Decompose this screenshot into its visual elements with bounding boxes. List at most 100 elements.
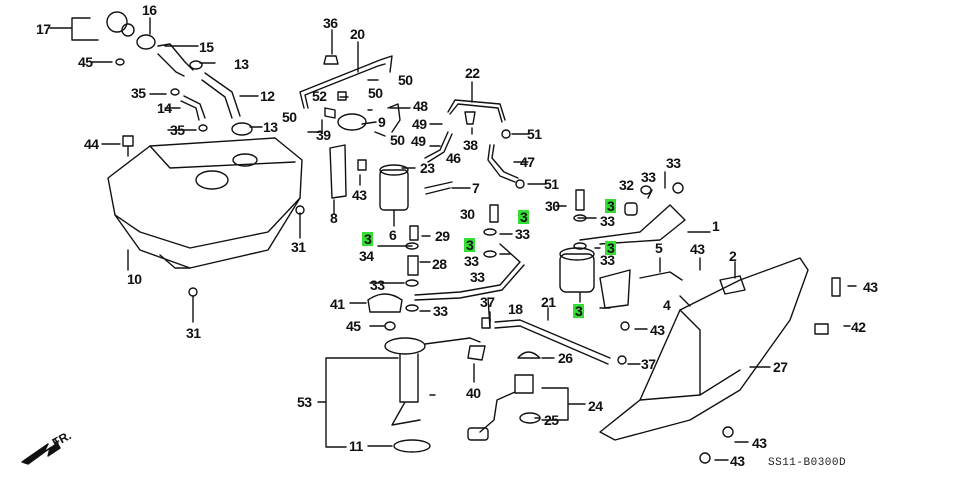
callout-49[interactable]: 49 xyxy=(411,133,426,149)
callout-51[interactable]: 51 xyxy=(544,176,559,192)
callout-37[interactable]: 37 xyxy=(641,356,656,372)
callout-28[interactable]: 28 xyxy=(432,256,447,272)
callout-52[interactable]: 52 xyxy=(312,88,327,104)
callout-13[interactable]: 13 xyxy=(263,119,278,135)
fuel-pipe-1 xyxy=(579,204,686,245)
callout-25[interactable]: 25 xyxy=(544,412,559,428)
callout-43[interactable]: 43 xyxy=(863,279,878,295)
callout-50[interactable]: 50 xyxy=(398,72,413,88)
bolt-44 xyxy=(122,135,134,157)
callout-43[interactable]: 43 xyxy=(650,322,665,338)
bolt-42 xyxy=(814,323,829,335)
callout-3-highlighted[interactable]: 3 xyxy=(573,303,585,319)
filler-hose xyxy=(201,72,241,119)
callout-43[interactable]: 43 xyxy=(752,435,767,451)
callout-33[interactable]: 33 xyxy=(666,155,681,171)
callout-39[interactable]: 39 xyxy=(316,127,331,143)
callout-7[interactable]: 7 xyxy=(472,180,480,196)
callout-2[interactable]: 2 xyxy=(729,248,737,264)
bolt-30a xyxy=(575,189,585,211)
callout-33[interactable]: 33 xyxy=(515,226,530,242)
callout-33[interactable]: 33 xyxy=(600,252,615,268)
callout-33[interactable]: 33 xyxy=(370,277,385,293)
fuel-filter xyxy=(559,247,595,293)
callout-47[interactable]: 47 xyxy=(520,154,535,170)
callout-43[interactable]: 43 xyxy=(730,453,745,469)
callout-11[interactable]: 11 xyxy=(349,438,363,454)
callout-8[interactable]: 8 xyxy=(330,210,338,226)
callout-43[interactable]: 43 xyxy=(690,241,705,257)
callout-50[interactable]: 50 xyxy=(368,85,383,101)
callout-9[interactable]: 9 xyxy=(378,114,386,130)
callout-14[interactable]: 14 xyxy=(157,100,172,116)
callout-3-highlighted[interactable]: 3 xyxy=(362,231,374,247)
callout-21[interactable]: 21 xyxy=(541,294,556,310)
callout-33[interactable]: 33 xyxy=(470,269,485,285)
cover-41 xyxy=(367,293,403,313)
hose-clamp-13 xyxy=(231,122,253,136)
callout-41[interactable]: 41 xyxy=(330,296,345,312)
callout-17[interactable]: 17 xyxy=(36,21,51,37)
callout-45[interactable]: 45 xyxy=(78,54,93,70)
clamp-5 xyxy=(639,271,683,281)
bolt-43c xyxy=(831,277,841,297)
callout-50[interactable]: 50 xyxy=(390,132,405,148)
callout-51[interactable]: 51 xyxy=(527,126,542,142)
callout-32[interactable]: 32 xyxy=(619,177,634,193)
callout-40[interactable]: 40 xyxy=(466,385,481,401)
callout-45[interactable]: 45 xyxy=(346,318,361,334)
callout-49[interactable]: 49 xyxy=(412,116,427,132)
callout-36[interactable]: 36 xyxy=(323,15,338,31)
callout-43[interactable]: 43 xyxy=(352,187,367,203)
fuel-pump-assembly xyxy=(384,337,481,426)
callout-4[interactable]: 4 xyxy=(663,297,671,313)
callout-35[interactable]: 35 xyxy=(170,122,185,138)
callout-27[interactable]: 27 xyxy=(773,359,788,375)
callout-10[interactable]: 10 xyxy=(127,271,142,287)
callout-31[interactable]: 31 xyxy=(186,325,201,341)
connector-40 xyxy=(467,345,486,361)
callout-20[interactable]: 20 xyxy=(350,26,365,42)
callout-29[interactable]: 29 xyxy=(435,228,450,244)
bracket-8 xyxy=(329,144,347,199)
callout-35[interactable]: 35 xyxy=(131,85,146,101)
callout-33[interactable]: 33 xyxy=(641,169,656,185)
callout-42[interactable]: 42 xyxy=(851,319,866,335)
callout-5[interactable]: 5 xyxy=(655,240,663,256)
callout-50[interactable]: 50 xyxy=(282,109,297,125)
callout-12[interactable]: 12 xyxy=(260,88,275,104)
callout-48[interactable]: 48 xyxy=(413,98,428,114)
callout-18[interactable]: 18 xyxy=(508,301,523,317)
callout-37[interactable]: 37 xyxy=(480,294,495,310)
hose-20 xyxy=(299,55,393,109)
callout-13[interactable]: 13 xyxy=(234,56,249,72)
callout-33[interactable]: 33 xyxy=(433,303,448,319)
callout-15[interactable]: 15 xyxy=(199,39,214,55)
callout-3-highlighted[interactable]: 3 xyxy=(464,237,476,253)
fuel-tank xyxy=(107,137,303,269)
hose-48 xyxy=(387,103,401,133)
callout-46[interactable]: 46 xyxy=(446,150,461,166)
diagram-code: SS11-B0300D xyxy=(768,457,847,469)
callout-44[interactable]: 44 xyxy=(84,136,99,152)
callout-22[interactable]: 22 xyxy=(465,65,480,81)
callout-31[interactable]: 31 xyxy=(291,239,306,255)
callout-26[interactable]: 26 xyxy=(558,350,573,366)
callout-16[interactable]: 16 xyxy=(142,2,157,18)
callout-3-highlighted[interactable]: 3 xyxy=(605,240,617,256)
callout-30[interactable]: 30 xyxy=(545,198,560,214)
filler-pipe xyxy=(157,43,194,77)
callout-33[interactable]: 33 xyxy=(600,213,615,229)
callout-3-highlighted[interactable]: 3 xyxy=(605,198,617,214)
callout-24[interactable]: 24 xyxy=(588,398,603,414)
callout-1[interactable]: 1 xyxy=(712,218,720,234)
callout-3-highlighted[interactable]: 3 xyxy=(518,209,530,225)
callout-23[interactable]: 23 xyxy=(420,160,435,176)
callout-6[interactable]: 6 xyxy=(389,227,397,243)
callout-34[interactable]: 34 xyxy=(359,248,374,264)
callout-33[interactable]: 33 xyxy=(464,253,479,269)
callout-53[interactable]: 53 xyxy=(297,394,312,410)
callout-38[interactable]: 38 xyxy=(463,137,478,153)
bolt-28 xyxy=(407,255,419,276)
callout-30[interactable]: 30 xyxy=(460,206,475,222)
